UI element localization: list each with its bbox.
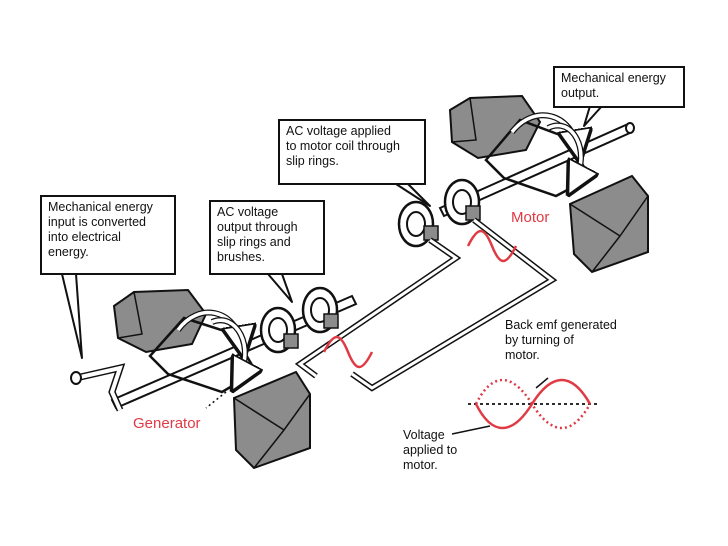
callout-pointer-ac-applied [395,183,431,207]
back-emf-pointer [535,377,549,389]
generator-ac-sine-wave [322,335,374,369]
motor-assembly [397,94,649,274]
callout-mechanical-energy-input: Mechanical energy input is converted int… [40,195,176,275]
callout-mechanical-energy-output: Mechanical energy output. [553,66,685,108]
generator-axis-dotted [205,391,227,409]
generator-assembly [70,286,358,470]
voltage-pointer [451,425,491,435]
motor-label: Motor [511,209,550,226]
motor-brush-1 [423,225,439,241]
voltage-applied-label: Voltage applied to motor. [403,428,458,472]
motor-magnet-front [568,174,649,274]
back-emf-label: Back emf generated by turning of motor. [505,318,617,362]
generator-brush-2 [323,313,339,329]
callout-ac-voltage-applied: AC voltage applied to motor coil through… [278,119,426,185]
generator-brush-1 [283,333,299,349]
generator-magnet-front [232,370,311,470]
motor-ac-sine-wave [466,229,518,263]
callout-pointer-mech-input [61,273,83,359]
motor-brush-2 [465,205,481,221]
callout-pointer-ac-output [267,273,293,303]
applied-voltage-solid-wave [474,378,592,430]
callout-ac-voltage-output: AC voltage output through slip rings and… [209,200,325,275]
callout-pointer-mech-output [583,105,603,127]
generator-label: Generator [133,415,201,432]
back-emf-graph [451,377,598,435]
motor-shaft-end [625,122,635,134]
